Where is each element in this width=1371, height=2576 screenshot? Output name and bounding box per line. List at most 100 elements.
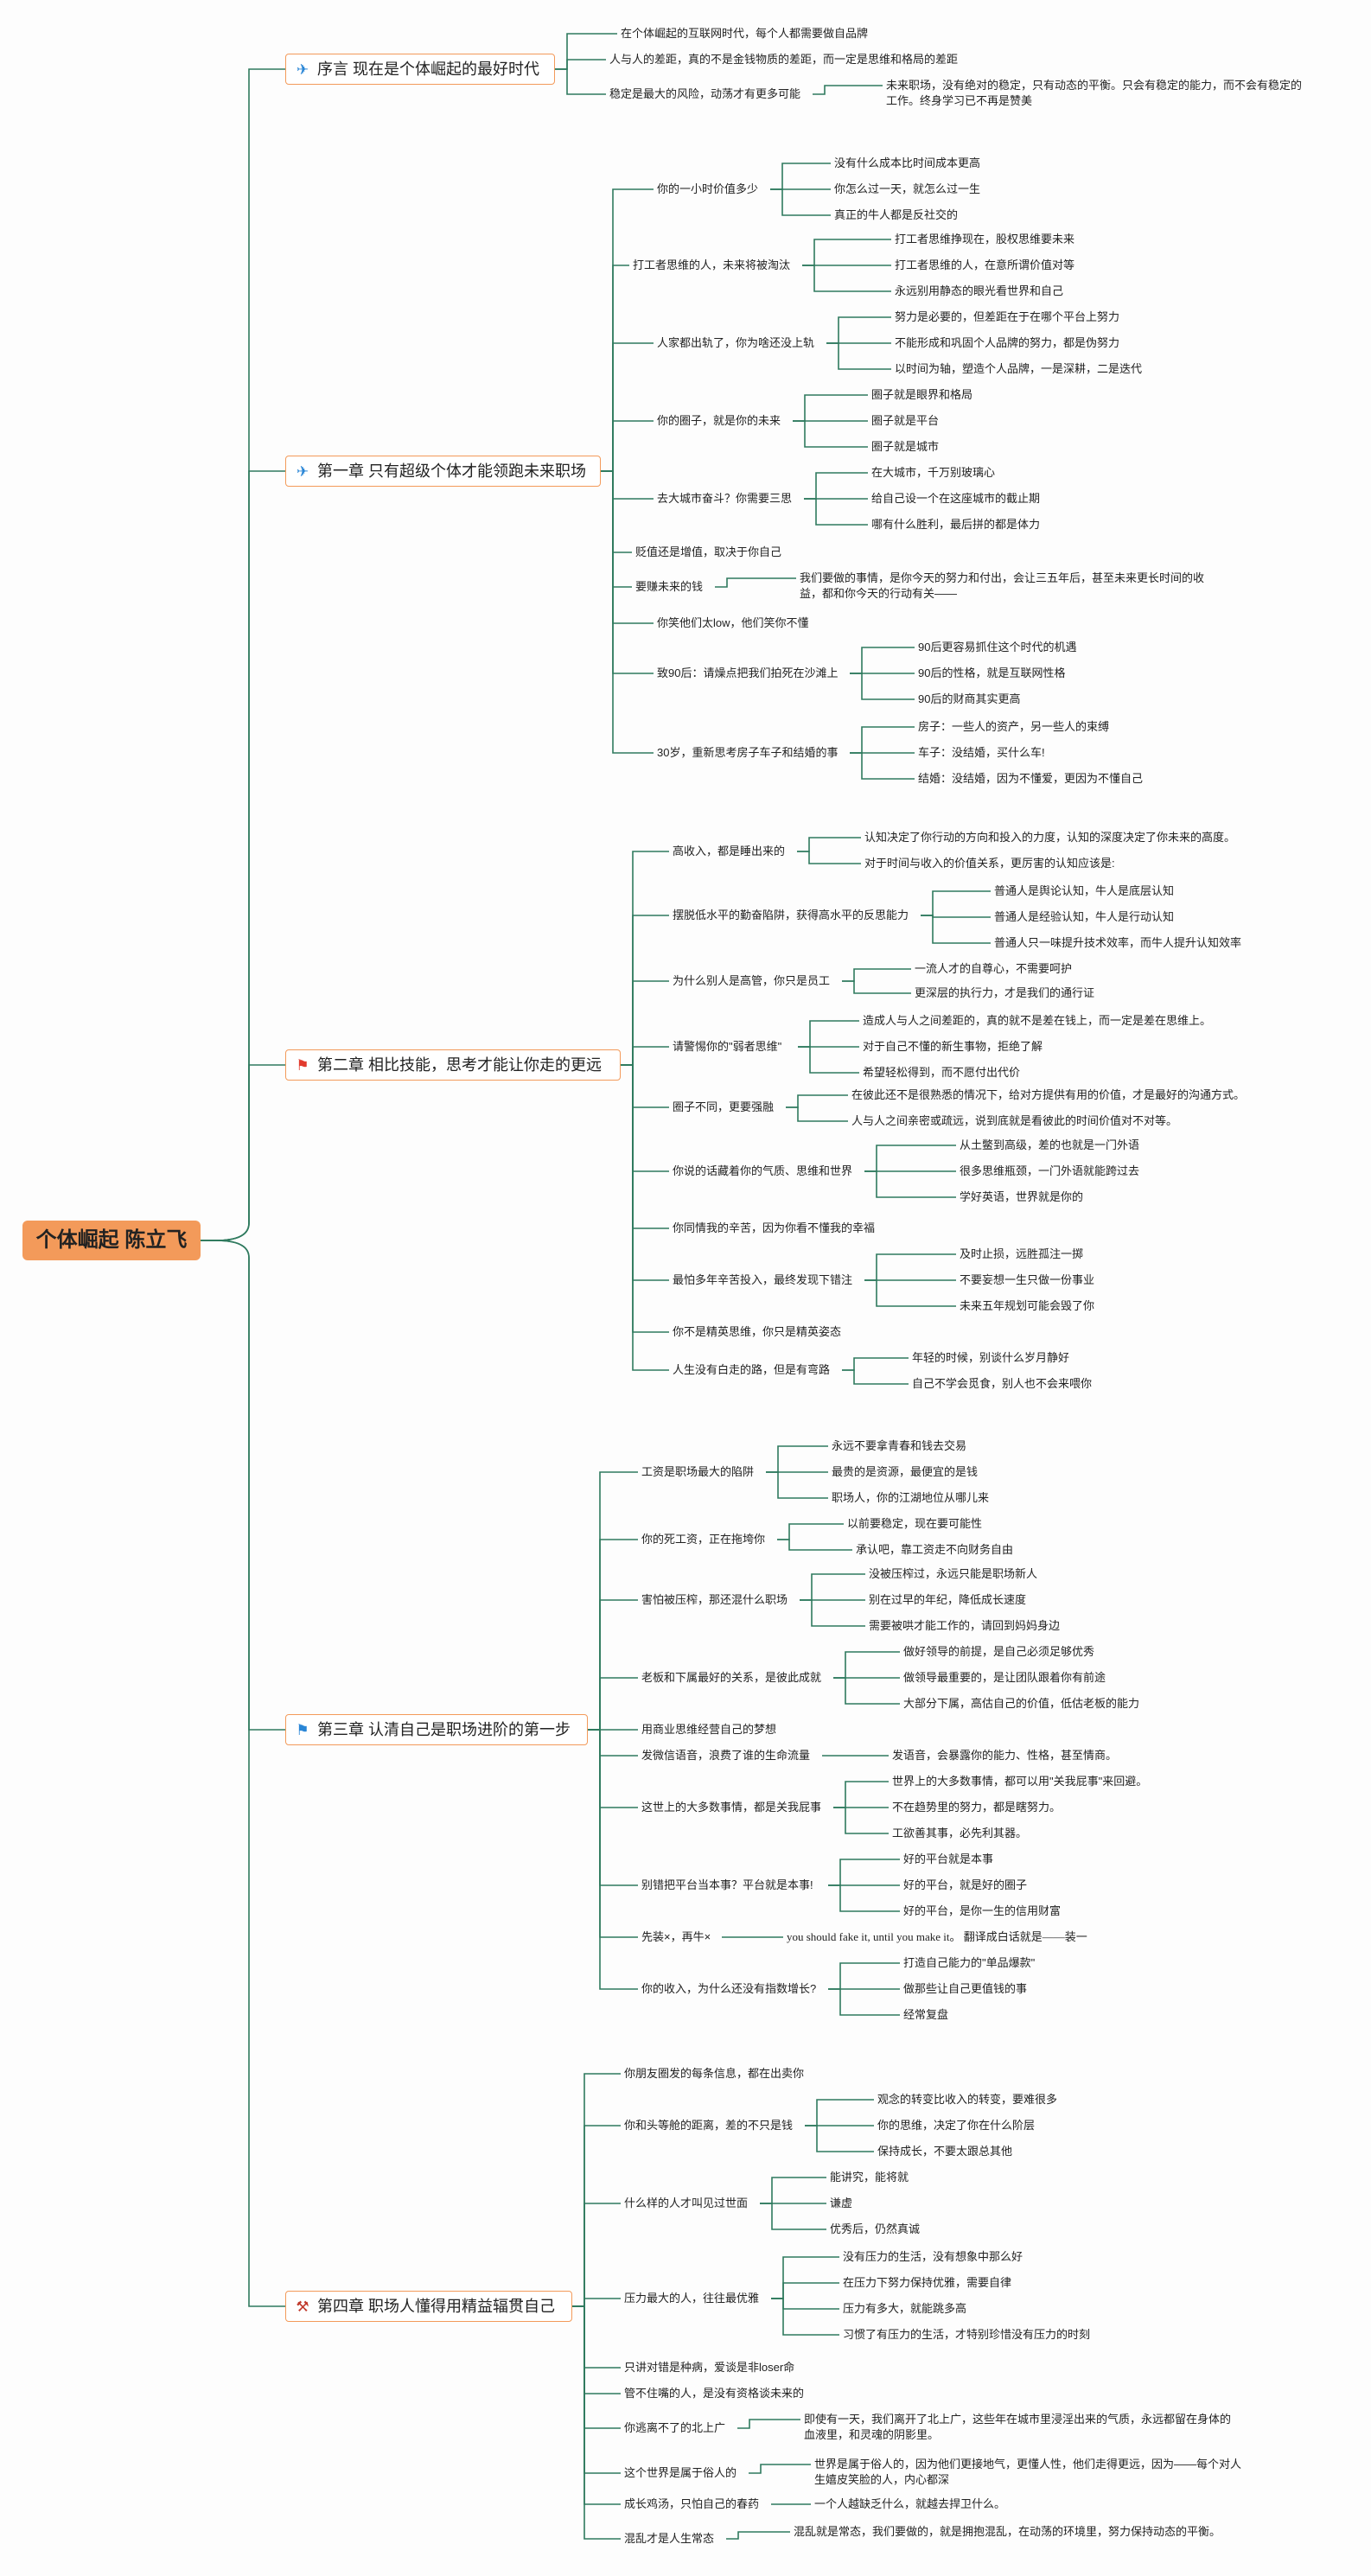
subtopic-node[interactable]: 做那些让自己更值钱的事 — [903, 1982, 1028, 1995]
topic-node[interactable]: 高收入，都是睡出来的 — [673, 845, 786, 858]
subtopic-node[interactable]: 观念的转变比收入的转变，要难很多 — [877, 2093, 1058, 2106]
subtopic-node[interactable]: 经常复盘 — [903, 2008, 949, 2021]
topic-node[interactable]: 成长鸡汤，只怕自己的春药 — [624, 2497, 760, 2510]
subtopic-node[interactable]: 即使有一天，我们离开了北上广，这些年在城市里浸淫出来的气质，永远都留在身体的血液… — [804, 2413, 1232, 2441]
subtopic-node[interactable]: 世界上的大多数事情，都可以用"关我屁事"来回避。 — [892, 1775, 1148, 1788]
topic-node[interactable]: 去大城市奋斗？你需要三思 — [657, 492, 793, 505]
subtopic-node[interactable]: 未来五年规划可能会毁了你 — [960, 1299, 1095, 1312]
subtopic-node[interactable]: 压力有多大，就能跳多高 — [843, 2302, 967, 2315]
topic-node[interactable]: 什么样的人才叫见过世面 — [624, 2197, 749, 2209]
subtopic-node[interactable]: 学好英语，世界就是你的 — [960, 1190, 1084, 1203]
topic-node[interactable]: 你的圈子，就是你的未来 — [657, 414, 781, 427]
subtopic-node[interactable]: 做好领导的前提，是自己必须足够优秀 — [903, 1645, 1095, 1658]
topic-node[interactable]: 发微信语音，浪费了谁的生命流量 — [641, 1749, 811, 1762]
subtopic-node[interactable]: 没有什么成本比时间成本更高 — [834, 156, 981, 169]
subtopic-node[interactable]: 承认吧，靠工资走不向财务自由 — [856, 1543, 1014, 1556]
subtopic-node[interactable]: 做领导最重要的，是让团队跟着你有前途 — [903, 1671, 1106, 1684]
subtopic-node[interactable]: 优秀后，仍然真诚 — [830, 2222, 921, 2235]
chapter-node[interactable]: ⚒第四章 职场人懂得用精益辐贯自己 — [285, 2291, 572, 2322]
topic-node[interactable]: 致90后：请燥点把我们拍死在沙滩上 — [657, 666, 839, 679]
subtopic-node[interactable]: 最贵的是资源，最便宜的是钱 — [832, 1465, 979, 1478]
topic-node[interactable]: 你和头等舱的距离，差的不只是钱 — [624, 2119, 794, 2132]
topic-node[interactable]: 人家都出轨了，你为啥还没上轨 — [657, 336, 815, 349]
topic-node[interactable]: 只讲对错是种病，爱谈是非loser命 — [624, 2361, 795, 2374]
subtopic-node[interactable]: 永远不要拿青春和钱去交易 — [832, 1439, 967, 1452]
subtopic-node[interactable]: 普通人是经验认知，牛人是行动认知 — [994, 910, 1175, 923]
topic-node[interactable]: 你同情我的辛苦，因为你看不懂我的幸福 — [673, 1221, 876, 1234]
topic-node[interactable]: 这个世界是属于俗人的 — [624, 2466, 737, 2479]
subtopic-node[interactable]: 我们要做的事情，是你今天的努力和付出，会让三五年后，甚至未来更长时间的收益，都和… — [800, 571, 1205, 600]
topic-node[interactable]: 人与人的差距，真的不是金钱物质的差距，而一定是思维和格局的差距 — [609, 53, 959, 66]
topic-node[interactable]: 老板和下属最好的关系，是彼此成就 — [641, 1671, 822, 1684]
topic-node[interactable]: 你不是精英思维，你只是精英姿态 — [673, 1325, 842, 1338]
subtopic-node[interactable]: 混乱就是常态，我们要做的，就是拥抱混乱，在动荡的环境里，努力保持动态的平衡。 — [794, 2525, 1221, 2538]
topic-node[interactable]: 害怕被压榨，那还混什么职场 — [641, 1593, 788, 1606]
subtopic-node[interactable]: 不要妄想一生只做一份事业 — [960, 1273, 1095, 1286]
subtopic-node[interactable]: 普通人是舆论认知，牛人是底层认知 — [994, 884, 1175, 897]
subtopic-node[interactable]: 在彼此还不是很熟悉的情况下，给对方提供有用的价值，才是最好的沟通方式。 — [851, 1088, 1246, 1101]
topic-node[interactable]: 摆脱低水平的勤奋陷阱，获得高水平的反思能力 — [673, 909, 909, 921]
topic-node[interactable]: 你的死工资，正在拖垮你 — [641, 1533, 766, 1546]
subtopic-node[interactable]: 对于时间与收入的价值关系，更厉害的认知应该是: — [864, 857, 1115, 870]
subtopic-node[interactable]: 很多思维瓶颈，一门外语就能跨过去 — [960, 1164, 1140, 1177]
topic-node[interactable]: 打工者思维的人，未来将被淘汰 — [633, 258, 791, 271]
subtopic-node[interactable]: you should fake it, until you make it。 翻… — [787, 1930, 1087, 1943]
subtopic-node[interactable]: 从土鳖到高级，差的也就是一门外语 — [960, 1138, 1140, 1151]
topic-node[interactable]: 工资是职场最大的陷阱 — [641, 1465, 755, 1478]
subtopic-node[interactable]: 谦虚 — [830, 2197, 853, 2209]
topic-node[interactable]: 你的一小时价值多少 — [657, 182, 759, 195]
subtopic-node[interactable]: 圈子就是眼界和格局 — [871, 388, 973, 401]
subtopic-node[interactable]: 永远别用静态的眼光看世界和自己 — [895, 284, 1064, 297]
topic-node[interactable]: 要赚未来的钱 — [635, 580, 704, 593]
subtopic-node[interactable]: 没有压力的生活，没有想象中那么好 — [843, 2250, 1023, 2263]
topic-node[interactable]: 混乱才是人生常态 — [624, 2532, 715, 2545]
topic-node[interactable]: 人生没有白走的路，但是有弯路 — [673, 1363, 831, 1376]
subtopic-node[interactable]: 给自己设一个在这座城市的截止期 — [871, 492, 1041, 505]
subtopic-node[interactable]: 车子：没结婚，买什么车! — [918, 746, 1045, 759]
chapter-node[interactable]: ✈序言 现在是个体崛起的最好时代 — [285, 54, 555, 85]
topic-node[interactable]: 你笑他们太low，他们笑你不懂 — [657, 616, 809, 629]
subtopic-node[interactable]: 90后的性格，就是互联网性格 — [918, 666, 1066, 679]
subtopic-node[interactable]: 90后更容易抓住这个时代的机遇 — [918, 641, 1077, 654]
subtopic-node[interactable]: 造成人与人之间差距的，真的就不是差在钱上，而一定是差在思维上。 — [863, 1014, 1212, 1027]
topic-node[interactable]: 贬值还是增值，取决于你自己 — [635, 545, 782, 558]
topic-node[interactable]: 别错把平台当本事？平台就是本事! — [641, 1878, 813, 1891]
subtopic-node[interactable]: 普通人只一味提升技术效率，而牛人提升认知效率 — [994, 936, 1242, 949]
subtopic-node[interactable]: 真正的牛人都是反社交的 — [834, 208, 959, 221]
subtopic-node[interactable]: 需要被哄才能工作的，请回到妈妈身边 — [869, 1619, 1061, 1632]
subtopic-node[interactable]: 认知决定了你行动的方向和投入的力度，认知的深度决定了你未来的高度。 — [864, 831, 1236, 844]
topic-node[interactable]: 在个体崛起的互联网时代，每个人都需要做自品牌 — [621, 27, 869, 40]
chapter-node[interactable]: ✈第一章 只有超级个体才能领跑未来职场 — [285, 456, 601, 487]
topic-node[interactable]: 为什么别人是高管，你只是员工 — [673, 974, 831, 987]
subtopic-node[interactable]: 一流人才的自尊心，不需要呵护 — [915, 962, 1073, 975]
subtopic-node[interactable]: 在压力下努力保持优雅，需要自律 — [843, 2276, 1012, 2289]
subtopic-node[interactable]: 更深层的执行力，才是我们的通行证 — [915, 986, 1095, 999]
topic-node[interactable]: 请警惕你的"弱者思维" — [673, 1040, 782, 1053]
topic-node[interactable]: 你朋友圈发的每条信息，都在出卖你 — [624, 2067, 805, 2080]
subtopic-node[interactable]: 别在过早的年纪，降低成长速度 — [869, 1593, 1027, 1606]
subtopic-node[interactable]: 世界是属于俗人的，因为他们更接地气，更懂人性，他们走得更远，因为——每个对人生嬉… — [814, 2458, 1242, 2486]
topic-node[interactable]: 你逃离不了的北上广 — [624, 2421, 726, 2434]
subtopic-node[interactable]: 大部分下属，高估自己的价值，低估老板的能力 — [903, 1697, 1140, 1710]
subtopic-node[interactable]: 打工者思维挣现在，股权思维要未来 — [895, 233, 1075, 245]
topic-node[interactable]: 圈子不同，更要强融 — [673, 1100, 775, 1113]
subtopic-node[interactable]: 习惯了有压力的生活，才特别珍惜没有压力的时刻 — [843, 2328, 1091, 2341]
subtopic-node[interactable]: 没被压榨过，永远只能是职场新人 — [869, 1567, 1038, 1580]
subtopic-node[interactable]: 不在趋势里的努力，都是瞎努力。 — [892, 1801, 1062, 1814]
subtopic-node[interactable]: 在大城市，千万别玻璃心 — [871, 466, 996, 479]
chapter-node[interactable]: ⚑第三章 认清自己是职场进阶的第一步 — [285, 1714, 588, 1745]
subtopic-node[interactable]: 能讲究，能将就 — [830, 2171, 909, 2184]
topic-node[interactable]: 压力最大的人，往往最优雅 — [624, 2292, 760, 2305]
subtopic-node[interactable]: 好的平台，就是好的圈子 — [903, 1878, 1028, 1891]
topic-node[interactable]: 用商业思维经营自己的梦想 — [641, 1723, 777, 1736]
topic-node[interactable]: 管不住嘴的人，是没有资格谈未来的 — [624, 2387, 805, 2400]
topic-node[interactable]: 这世上的大多数事情，都是关我屁事 — [641, 1801, 822, 1814]
topic-node[interactable]: 30岁，重新思考房子车子和结婚的事 — [657, 746, 839, 759]
topic-node[interactable]: 稳定是最大的风险，动荡才有更多可能 — [609, 87, 801, 100]
subtopic-node[interactable]: 90后的财商其实更高 — [918, 692, 1021, 705]
subtopic-node[interactable]: 年轻的时候，别谈什么岁月静好 — [912, 1351, 1070, 1364]
subtopic-node[interactable]: 对于自己不懂的新生事物，拒绝了解 — [863, 1040, 1043, 1053]
subtopic-node[interactable]: 发语音，会暴露你的能力、性格，甚至情商。 — [892, 1749, 1118, 1762]
subtopic-node[interactable]: 职场人，你的江湖地位从哪儿来 — [832, 1491, 990, 1504]
subtopic-node[interactable]: 结婚：没结婚，因为不懂爱，更因为不懂自己 — [918, 772, 1144, 785]
